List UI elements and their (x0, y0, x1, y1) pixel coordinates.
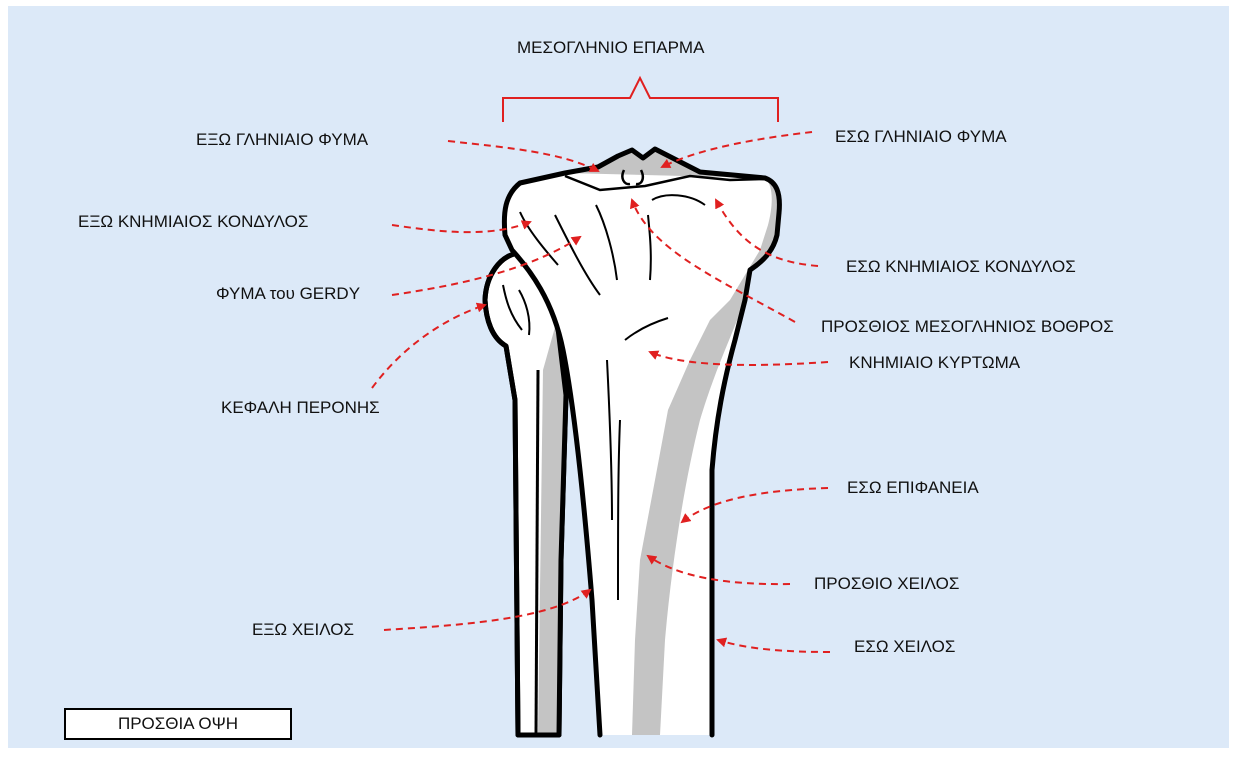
view-label-box: ΠΡΟΣΘΙΑ ΟΨΗ (64, 708, 292, 740)
arrow-fibular-head (372, 305, 485, 388)
label-medial-condyle: ΕΣΩ ΚΝΗΜΙΑΙΟΣ ΚΟΝΔΥΛΟΣ (846, 257, 1076, 277)
arrow-medial-border (718, 640, 830, 652)
label-fibular-head: ΚΕΦΑΛΗ ΠΕΡΟΝΗΣ (221, 398, 380, 418)
eminence-bracket (503, 78, 778, 122)
label-tibial-tuberosity: ΚΝΗΜΙΑΙΟ ΚΥΡΤΩΜΑ (849, 353, 1020, 373)
label-medial-tubercle: ΕΣΩ ΓΛΗΝΙΑΙΟ ΦΥΜΑ (835, 127, 1007, 147)
view-label: ΠΡΟΣΘΙΑ ΟΨΗ (118, 714, 238, 734)
label-lateral-border: ΕΞΩ ΧΕΙΛΟΣ (252, 620, 354, 640)
label-gerdy-tubercle: ΦΥΜΑ του GERDY (216, 284, 360, 304)
label-intercondylar-eminence: ΜΕΣΟΓΛΗΝΙΟ ΕΠΑΡΜΑ (517, 38, 704, 58)
arrow-lateral-tubercle (448, 141, 598, 171)
label-medial-surface: ΕΣΩ ΕΠΙΦΑΝΕΙΑ (847, 478, 979, 498)
label-lateral-tubercle: ΕΞΩ ΓΛΗΝΙΑΙΟ ΦΥΜΑ (196, 130, 368, 150)
label-medial-border: ΕΣΩ ΧΕΙΛΟΣ (854, 637, 955, 657)
label-anterior-border: ΠΡΟΣΘΙΟ ΧΕΙΛΟΣ (814, 574, 959, 594)
label-anterior-fossa: ΠΡΟΣΘΙΟΣ ΜΕΣΟΓΛΗΝΙΟΣ ΒΟΘΡΟΣ (821, 317, 1114, 337)
label-lateral-condyle: ΕΞΩ ΚΝΗΜΙΑΙΟΣ ΚΟΝΔΥΛΟΣ (78, 212, 308, 232)
fibula (485, 253, 566, 735)
